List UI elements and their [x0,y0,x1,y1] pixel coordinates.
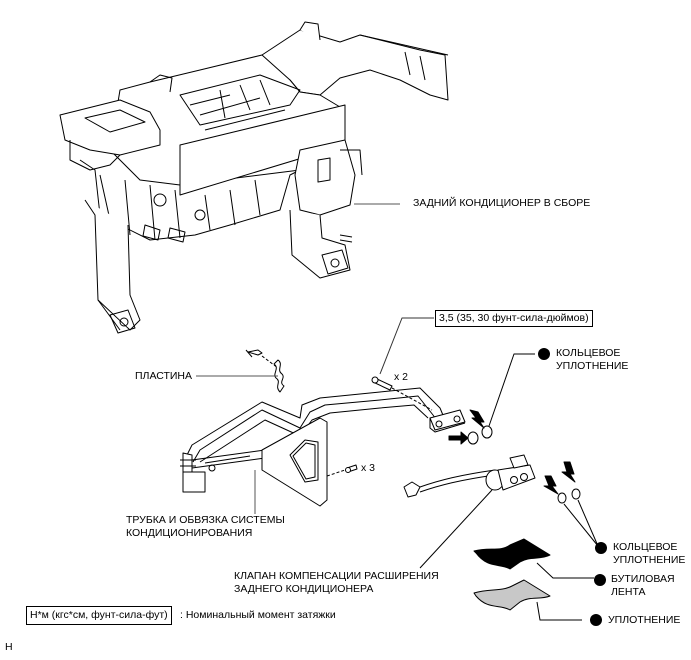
o-rings-upper-drawing [448,409,493,445]
label-plate: ПЛАСТИНА [135,370,192,382]
label-rear-ac-assembly: ЗАДНИЙ КОНДИЦИОНЕР В СБОРЕ [413,197,591,209]
label-piping-line1: ТРУБКА И ОБВЯЗКА СИСТЕМЫ [126,514,285,526]
torque-spec-box: 3,5 (35, 30 фунт-сила-дюймов) [435,310,593,327]
ac-piping-drawing [180,387,466,507]
label-butyl-tape: БУТИЛОВАЯ ЛЕНТА [611,573,675,599]
label-piping-line2: КОНДИЦИОНИРОВАНИЯ [126,527,253,539]
callout-dot-o-ring-2 [595,542,607,554]
quantity-bolt-x3: x 3 [361,462,376,474]
quantity-bolt-x2: x 2 [394,371,409,383]
bolt-x3-drawing [326,464,358,477]
label-piping: ТРУБКА И ОБВЯЗКА СИСТЕМЫ КОНДИЦИОНИРОВАН… [126,514,285,540]
o-rings-lower-drawing [543,461,581,504]
label-expansion-valve-line1: КЛАПАН КОМПЕНСАЦИИ РАСШИРЕНИЯ [234,570,439,582]
plate-drawing [245,349,285,393]
label-o-ring-2-line2: УПЛОТНЕНИЕ [613,554,686,566]
corner-code: H [5,641,13,653]
label-expansion-valve: КЛАПАН КОМПЕНСАЦИИ РАСШИРЕНИЯ ЗАДНЕГО КО… [234,570,439,596]
callout-dot-butyl-tape [594,574,606,586]
label-butyl-tape-line1: БУТИЛОВАЯ [611,573,675,585]
legend-description: : Номинальный момент затяжки [180,609,336,621]
legend-unit-box: Н*м (кгс*см, фунт-сила-фут) [26,606,172,625]
label-o-ring-1-line2: УПЛОТНЕНИЕ [556,360,629,372]
label-expansion-valve-line2: ЗАДНЕГО КОНДИЦИОНЕРА [234,583,374,595]
seal-drawing [473,579,551,611]
label-seal: УПЛОТНЕНИЕ [608,614,681,626]
butyl-tape-drawing [473,538,551,570]
callout-dot-seal [590,614,602,626]
label-o-ring-2: КОЛЬЦЕВОЕ УПЛОТНЕНИЕ [613,541,685,567]
callout-dot-o-ring-1 [538,348,550,360]
expansion-valve-drawing [403,454,536,498]
label-butyl-tape-line2: ЛЕНТА [611,586,646,598]
label-o-ring-1-line1: КОЛЬЦЕВОЕ [556,347,621,359]
bolt-x2-drawing [371,376,433,411]
label-o-ring-1: КОЛЬЦЕВОЕ УПЛОТНЕНИЕ [556,347,628,373]
rear-ac-unit-drawing [59,21,449,334]
label-o-ring-2-line1: КОЛЬЦЕВОЕ [613,541,678,553]
